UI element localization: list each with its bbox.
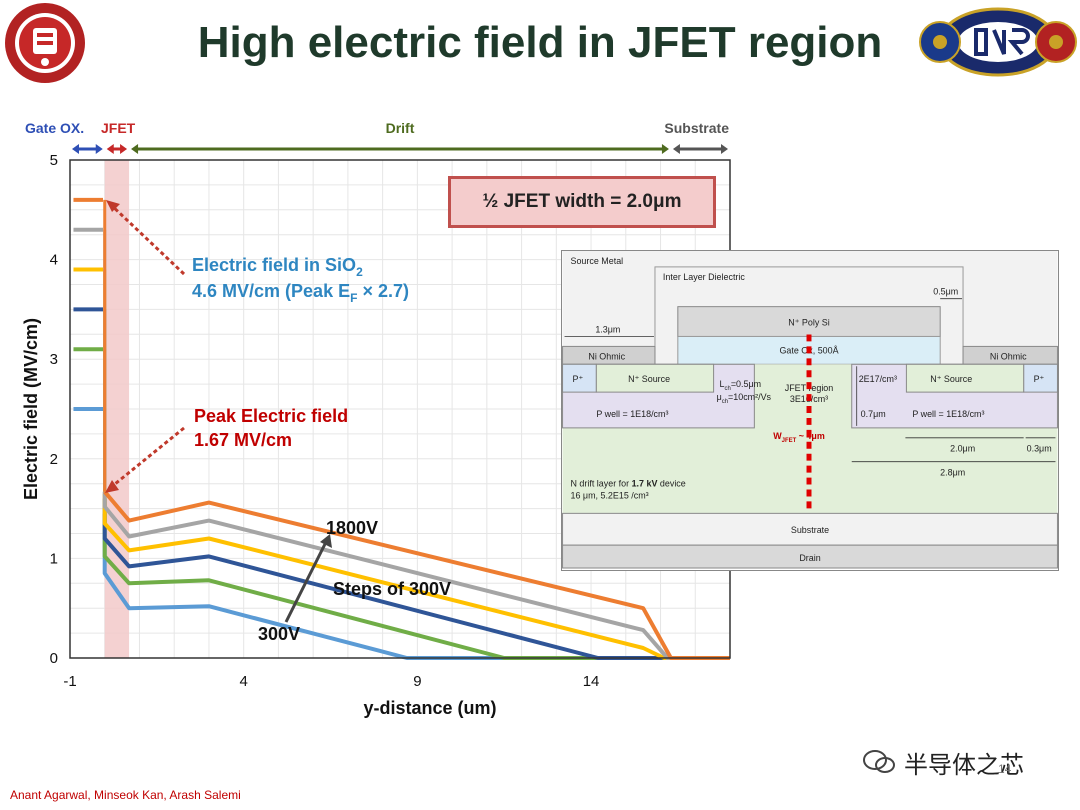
onr-logo xyxy=(919,7,1077,77)
axis-ticks: -1 4 9 14 0 1 2 3 4 5 xyxy=(50,152,600,690)
ni-ohmic-left-label: Ni Ohmic xyxy=(588,351,625,361)
mobility-label: μch=10cm²/Vs xyxy=(717,392,772,405)
voltage-steps-arrow xyxy=(284,541,328,623)
drift-doping-label: 16 μm, 5.2E15 /cm³ xyxy=(571,490,649,500)
n-source-right-label: N⁺ Source xyxy=(930,374,972,384)
dim-2-8um: 2.8μm xyxy=(940,468,965,478)
peak-arrowhead xyxy=(105,480,119,493)
footer-authors: Anant Agarwal, Minseok Kan, Arash Salemi xyxy=(10,788,241,802)
y-tick-label: 0 xyxy=(50,650,58,667)
dim-0-3um: 0.3μm xyxy=(1027,444,1052,454)
drain-label: Drain xyxy=(799,553,820,563)
label-300v: 300V xyxy=(258,624,300,644)
poly-si-region xyxy=(677,306,941,337)
region-arrowhead-left-3 xyxy=(131,144,139,154)
region-arrowhead-right-1 xyxy=(95,144,103,154)
p-well-right-label: P well = 1E18/cm³ xyxy=(912,409,984,419)
region-label-2: JFET xyxy=(101,120,136,136)
y-axis-label: Electric field (MV/cm) xyxy=(21,318,41,500)
dim-0-5um: 0.5μm xyxy=(933,287,958,297)
region-arrowhead-left-2 xyxy=(106,144,114,154)
poly-si-label: N⁺ Poly Si xyxy=(788,318,829,328)
jfet-region-band xyxy=(104,160,130,658)
region-arrowhead-right-2 xyxy=(120,144,128,154)
voltage-steps-arrowhead xyxy=(320,534,332,548)
peak-arrow xyxy=(109,426,185,490)
sio2-annotation-line2: 4.6 MV/cm (Peak EF × 2.7) xyxy=(192,281,409,305)
dim-2-0um: 2.0μm xyxy=(950,444,975,454)
label-1800v: 1800V xyxy=(326,518,378,538)
y-tick-label: 3 xyxy=(50,351,58,368)
n-source-left xyxy=(595,363,715,393)
x-tick-label: 9 xyxy=(413,673,421,690)
x-axis-label: y-distance (um) xyxy=(363,698,496,718)
region-arrowhead-left-1 xyxy=(72,144,79,154)
drift-layer-label: N drift layer for 1.7 kV device xyxy=(571,479,686,489)
p-plus-right xyxy=(1023,363,1058,393)
region-label-1: Gate OX. xyxy=(25,120,84,136)
sio2-annotation-line1: Electric field in SiO2 xyxy=(192,255,363,279)
region-label-4: Substrate xyxy=(664,120,729,136)
dim-0-7um: 0.7μm xyxy=(861,409,886,419)
watermark: 半导体之芯 xyxy=(862,746,1024,779)
p-plus-right-label: P⁺ xyxy=(1034,374,1045,384)
drain-region xyxy=(562,544,1058,569)
n-source-right xyxy=(905,363,1025,393)
region-labels: Gate OX. JFET Drift Substrate xyxy=(25,120,729,154)
x-tick-label: 4 xyxy=(240,673,248,690)
region-arrowhead-left-4 xyxy=(672,144,680,154)
x-tick-label: -1 xyxy=(63,673,76,690)
sio2-arrowhead xyxy=(106,200,120,212)
peak-annotation-line1: Peak Electric field xyxy=(194,406,348,426)
chat-bubble-icon xyxy=(863,750,895,773)
x-tick-label: 14 xyxy=(583,673,600,690)
y-tick-label: 1 xyxy=(50,550,58,567)
substrate-label: Substrate xyxy=(791,525,829,535)
device-cross-section-inset: Source Metal Inter Layer Dielectric 0.5μ… xyxy=(561,250,1059,571)
ohio-state-seal-logo xyxy=(5,3,85,83)
p-plus-left-label: P⁺ xyxy=(572,374,583,384)
watermark-text: 半导体之芯 xyxy=(904,750,1024,779)
region-arrowhead-right-4 xyxy=(721,144,728,154)
n-source-left-label: N⁺ Source xyxy=(628,374,670,384)
sio2-arrow xyxy=(108,202,186,276)
label-steps-300v: Steps of 300V xyxy=(333,579,451,599)
region-arrowhead-right-3 xyxy=(661,144,669,154)
source-metal-label: Source Metal xyxy=(571,256,624,266)
substrate-region xyxy=(562,512,1058,546)
jfet-width-callout: ½ JFET width = 2.0μm xyxy=(448,176,716,228)
page-title: High electric field in JFET region xyxy=(197,18,883,67)
peak-annotation-line2: 1.67 MV/cm xyxy=(194,430,292,450)
y-tick-label: 2 xyxy=(50,451,58,468)
ni-ohmic-right-label: Ni Ohmic xyxy=(990,351,1027,361)
ild-label: Inter Layer Dielectric xyxy=(663,272,745,282)
doping-2e17-label: 2E17/cm³ xyxy=(859,374,897,384)
p-well-left-label: P well = 1E18/cm³ xyxy=(596,409,668,419)
dim-1-3um: 1.3μm xyxy=(595,324,620,334)
lch-label: Lch=0.5μm xyxy=(720,379,762,392)
y-tick-label: 5 xyxy=(50,152,58,169)
region-label-3: Drift xyxy=(386,120,415,136)
page-number: 14 xyxy=(998,762,1012,776)
y-tick-label: 4 xyxy=(50,252,58,269)
